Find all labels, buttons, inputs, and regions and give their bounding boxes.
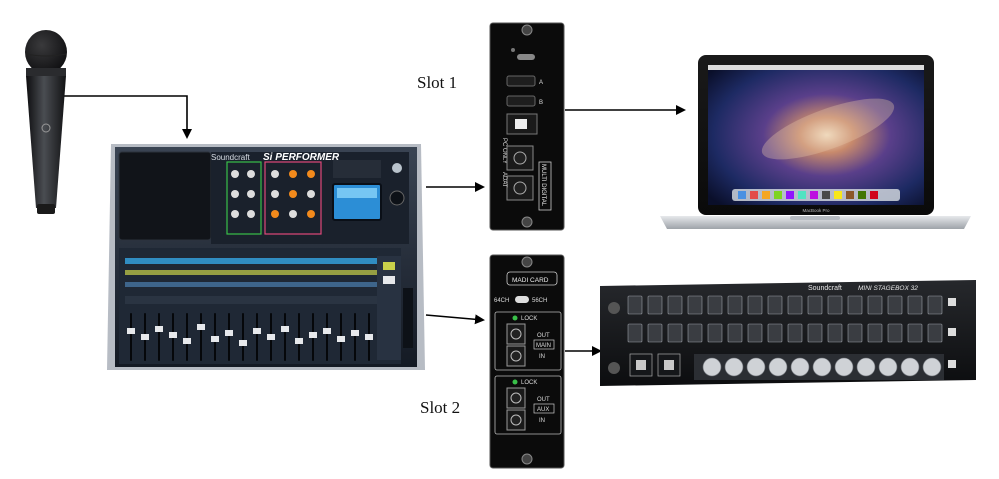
laptop-screen — [708, 65, 924, 205]
mixer-brand: Soundcraft — [211, 153, 250, 162]
aux-label: AUX — [537, 407, 549, 413]
adat-optical-port-2-icon — [506, 175, 534, 201]
aux-lock-led-icon — [512, 379, 518, 385]
slot2-label: Slot 2 — [420, 398, 461, 417]
adat-optical-port-1-icon — [506, 145, 534, 171]
madi-64ch-label: 64CH — [494, 298, 509, 304]
port-a-label: A — [539, 80, 543, 86]
aux-lock-label: LOCK — [521, 380, 537, 386]
aux-in-label: IN — [539, 418, 545, 424]
dock-app-icons — [738, 191, 878, 199]
mixer-model: Si PERFORMER — [263, 152, 340, 163]
slot1-label: Slot 1 — [417, 73, 458, 92]
pc-only-label: PC ONLY — [501, 138, 507, 164]
madi-card: MADI CARD 64CH 56CH LOCK OUT MAIN IN LOC… — [489, 254, 565, 469]
channel-mode-switch-icon — [515, 296, 529, 303]
usb-pc-port-icon — [515, 119, 527, 129]
mixer-channel-buttons — [125, 258, 389, 304]
stagebox-brand: Soundcraft — [808, 285, 842, 292]
mini-stagebox: Soundcraft MINI STAGEBOX 32 — [600, 280, 976, 386]
main-label: MAIN — [536, 343, 551, 349]
laptop-caption: MacBook Pro — [802, 208, 830, 213]
mixer-to-slot2-arrow — [425, 314, 485, 325]
microphone-icon — [25, 30, 67, 214]
mixer-faders — [127, 313, 373, 361]
mixer-channel-knobs — [226, 161, 322, 235]
main-in-label: IN — [539, 354, 545, 360]
usb-port-b-icon — [506, 95, 536, 107]
stagebox-input-row-top — [627, 295, 943, 315]
usb-switch-icon — [517, 54, 535, 60]
stagebox-madi-ports — [629, 353, 681, 377]
multidigital-card: A B PC ONLY ADAT MULTI DIGITAL — [489, 22, 565, 231]
adat-label: ADAT — [501, 172, 507, 188]
multidigital-card-name: MULTI DIGITAL — [540, 164, 546, 207]
mic-to-mixer-arrow — [48, 95, 192, 139]
usb-port-a-icon — [506, 75, 536, 87]
aux-out-label: OUT — [537, 397, 550, 403]
laptop: MacBook Pro — [660, 55, 971, 229]
stagebox-input-row-bottom — [627, 323, 943, 343]
main-out-label: OUT — [537, 333, 550, 339]
madi-card-name: MADI CARD — [512, 277, 549, 284]
main-lock-label: LOCK — [521, 316, 537, 322]
stagebox-output-row — [702, 357, 942, 377]
madi-56ch-label: 56CH — [532, 298, 547, 304]
mixing-console: Soundcraft Si PERFORMER — [107, 144, 425, 370]
main-lock-led-icon — [512, 315, 518, 321]
stagebox-model: MINI STAGEBOX 32 — [858, 285, 918, 292]
port-b-label: B — [539, 100, 543, 106]
